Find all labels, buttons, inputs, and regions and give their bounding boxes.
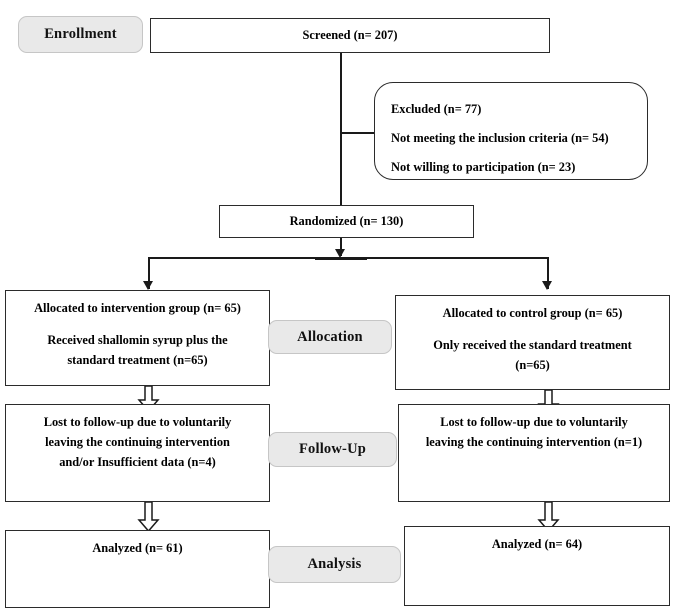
node-lost-control: Lost to follow-up due to voluntarily lea… (398, 404, 670, 502)
node-allocated-control: Allocated to control group (n= 65) Only … (395, 295, 670, 390)
node-allocated-control-line-2: Only received the standard treatment (433, 338, 632, 353)
split-bar (315, 258, 367, 261)
stage-pill-allocation: Allocation (268, 320, 392, 354)
stage-pill-analysis: Analysis (268, 546, 401, 583)
node-allocated-intervention: Allocated to intervention group (n= 65) … (5, 290, 270, 386)
node-lost-intervention-line-2: leaving the continuing intervention (45, 435, 230, 450)
node-excluded-line-1: Excluded (n= 77) (391, 101, 482, 116)
node-lost-control-line-1: Lost to follow-up due to voluntarily (440, 415, 628, 429)
stage-label-allocation: Allocation (297, 328, 363, 345)
arrowhead-allocation-intervention (143, 281, 153, 290)
node-lost-intervention-line-3: and/or Insufficient data (n=4) (59, 455, 216, 470)
spacer (14, 318, 261, 330)
spacer (404, 323, 661, 335)
node-randomized: Randomized (n= 130) (219, 205, 474, 238)
stage-pill-followup: Follow-Up (268, 432, 397, 467)
stage-label-enrollment: Enrollment (44, 26, 117, 42)
node-analyzed-control-line-1: Analyzed (n= 64) (491, 537, 583, 551)
node-screened-line-1: Screened (n= 207) (302, 28, 398, 43)
node-allocated-control-line-1: Allocated to control group (n= 65) (442, 306, 623, 320)
node-randomized-line-1: Randomized (n= 130) (289, 214, 404, 229)
connector-split-horizontal (148, 257, 548, 259)
stage-label-followup: Follow-Up (298, 441, 367, 457)
node-analyzed-intervention: Analyzed (n= 61) (5, 530, 270, 608)
connector-screened-to-excluded (340, 132, 375, 134)
node-lost-intervention-line-1: Lost to follow-up due to voluntarily (43, 415, 232, 429)
hollow-arrow-intervention-followup-to-analysis (137, 502, 160, 532)
node-excluded-line-2: Not meeting the inclusion criteria (n= 5… (391, 130, 609, 145)
hollow-arrow-control-followup-to-analysis (537, 502, 560, 532)
arrowhead-randomized-down (335, 249, 345, 258)
connector-screened-to-randomized (340, 53, 342, 205)
node-allocated-intervention-line-1: Allocated to intervention group (n= 65) (34, 301, 241, 315)
node-allocated-intervention-line-3: standard treatment (n=65) (67, 353, 208, 368)
node-excluded: Excluded (n= 77) Not meeting the inclusi… (374, 82, 648, 180)
node-analyzed-intervention-line-1: Analyzed (n= 61) (92, 541, 183, 555)
stage-label-analysis: Analysis (307, 556, 362, 572)
node-screened: Screened (n= 207) (150, 18, 550, 53)
arrowhead-allocation-control (542, 281, 552, 290)
connector-randomized-down (340, 238, 342, 256)
stage-pill-enrollment: Enrollment (18, 16, 143, 53)
node-excluded-line-3: Not willing to participation (n= 23) (391, 159, 576, 174)
node-analyzed-control: Analyzed (n= 64) (404, 526, 670, 606)
node-lost-control-line-2: leaving the continuing intervention (n=1… (425, 435, 643, 450)
node-lost-intervention: Lost to follow-up due to voluntarily lea… (5, 404, 270, 502)
node-allocated-intervention-line-2: Received shallomin syrup plus the (47, 333, 228, 348)
connector-split-right-down (547, 257, 549, 289)
connector-split-left-down (148, 257, 150, 289)
node-allocated-control-line-3: (n=65) (515, 358, 550, 373)
